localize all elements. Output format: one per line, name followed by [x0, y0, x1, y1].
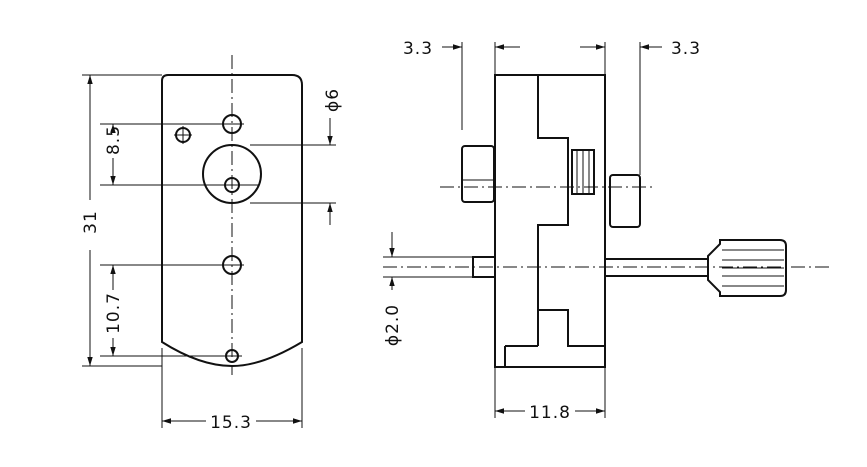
dim-boss-diameter-label: ϕ6 — [323, 88, 343, 112]
side-view: 3.3 3.3 ϕ2.0 11.8 — [383, 39, 830, 423]
dim-left-offset-label: 3.3 — [403, 39, 433, 59]
dim-hole-spacing-label: 8.5 — [104, 125, 124, 155]
dim-shaft-diameter-label: ϕ2.0 — [383, 304, 403, 346]
front-plate-outline — [161, 74, 303, 368]
dim-height-label: 31 — [81, 210, 101, 234]
dim-depth-label: 11.8 — [529, 403, 571, 423]
left-knob — [461, 145, 495, 203]
dim-width-label: 15.3 — [210, 413, 252, 433]
dim-bottom-spacing-label: 10.7 — [104, 292, 124, 334]
boss-circle-icon — [202, 144, 262, 204]
dim-right-offset-label: 3.3 — [671, 39, 701, 59]
right-wheel — [609, 174, 641, 228]
housing-body — [494, 74, 606, 368]
knurled-knob — [707, 239, 787, 297]
front-view: 31 8.5 10.7 15.3 ϕ6 — [81, 55, 343, 433]
